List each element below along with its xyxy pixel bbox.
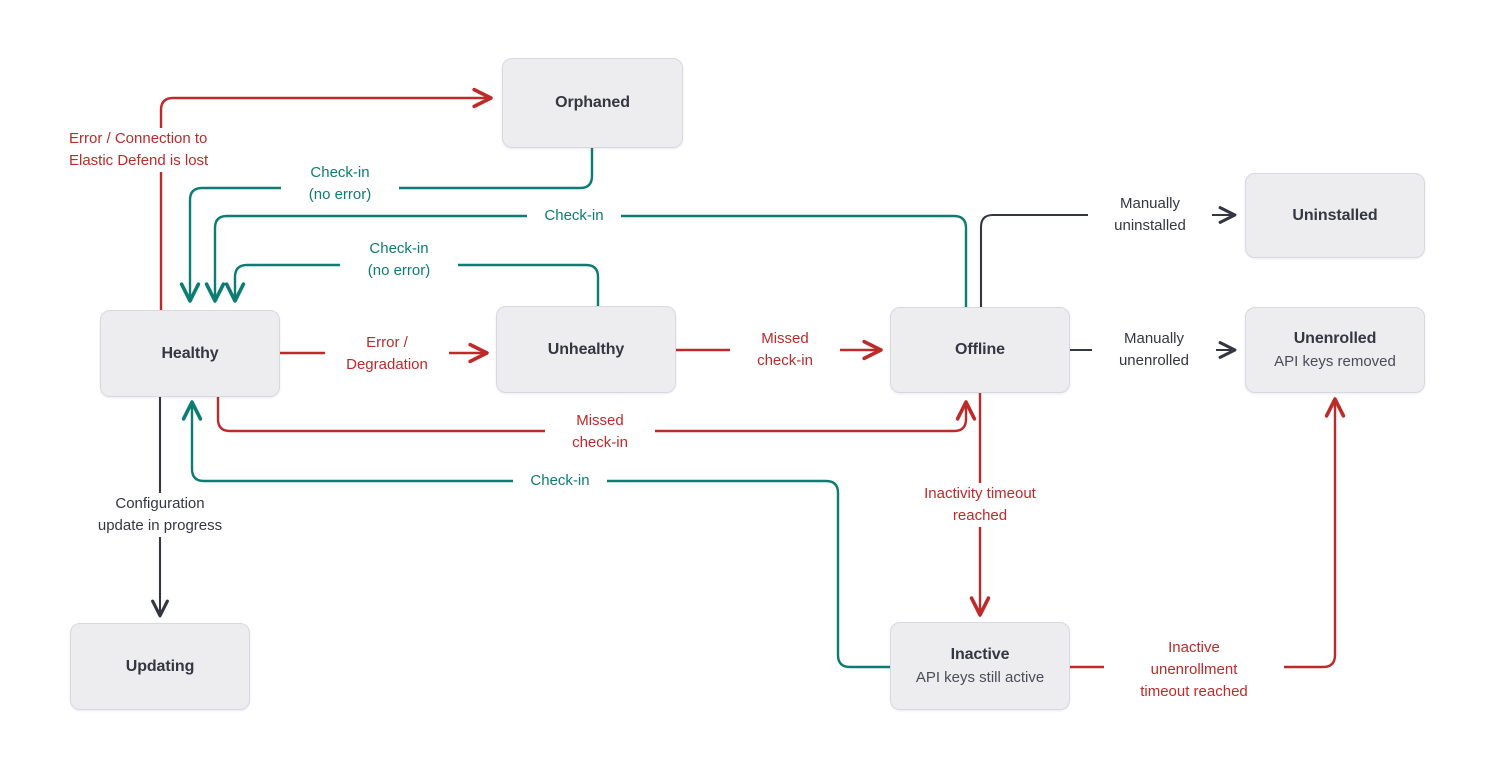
edge-label-healthy-to-unhealthy: Error / Degradation — [325, 332, 449, 376]
state-node-title: Healthy — [161, 344, 219, 362]
state-node-title: Offline — [955, 341, 1005, 358]
edge-label-unhealthy-to-offline: Missed check-in — [730, 328, 840, 372]
state-node-updating[interactable]: Updating — [70, 623, 250, 710]
edge-label-orphaned-to-healthy: Check-in (no error) — [281, 162, 399, 206]
edge-offline-to-uninstalled — [979, 206, 1237, 309]
edge-inactive-to-unenrolled — [1068, 397, 1346, 669]
edge-offline-to-healthy — [204, 214, 968, 309]
state-node-title: Updating — [125, 657, 195, 675]
state-node-title: Orphaned — [555, 94, 630, 111]
edge-inactive-to-healthy — [181, 400, 892, 669]
state-node-offline[interactable]: Offline — [890, 307, 1070, 393]
edge-label-offline-to-unenrolled: Manually unenrolled — [1092, 328, 1216, 372]
state-node-title: Inactive — [950, 645, 1010, 663]
edge-label-inactive-to-healthy: Check-in — [513, 470, 607, 492]
edge-label-healthy-to-orphaned: Error / Connection to Elastic Defend is … — [64, 128, 264, 172]
state-node-title: Unenrolled — [1293, 329, 1377, 347]
edge-label-offline-to-healthy: Check-in — [527, 205, 621, 227]
edge-label-healthy-to-updating: Configuration update in progress — [66, 493, 254, 537]
edge-label-healthy-to-offline: Missed check-in — [545, 410, 655, 454]
state-node-healthy[interactable]: Healthy — [100, 310, 280, 397]
state-node-subtitle: API keys still active — [915, 668, 1045, 686]
state-node-uninstalled[interactable]: Uninstalled — [1245, 173, 1425, 258]
edge-label-offline-to-inactive: Inactivity timeout reached — [895, 483, 1065, 527]
state-node-unhealthy[interactable]: Unhealthy — [496, 306, 676, 393]
edge-label-unhealthy-to-healthy: Check-in (no error) — [340, 238, 458, 282]
edge-healthy-to-orphaned — [159, 87, 493, 312]
state-node-title: Unhealthy — [547, 340, 625, 358]
state-node-unenrolled[interactable]: Unenrolled API keys removed — [1245, 307, 1425, 393]
state-node-inactive[interactable]: Inactive API keys still active — [890, 622, 1070, 710]
edge-label-offline-to-uninstalled: Manually uninstalled — [1088, 193, 1212, 237]
state-node-orphaned[interactable]: Orphaned — [502, 58, 683, 148]
state-node-subtitle: API keys removed — [1274, 352, 1396, 370]
state-node-title: Uninstalled — [1292, 206, 1378, 224]
edge-label-inactive-to-unenrolled: Inactive unenrollment timeout reached — [1104, 637, 1284, 703]
